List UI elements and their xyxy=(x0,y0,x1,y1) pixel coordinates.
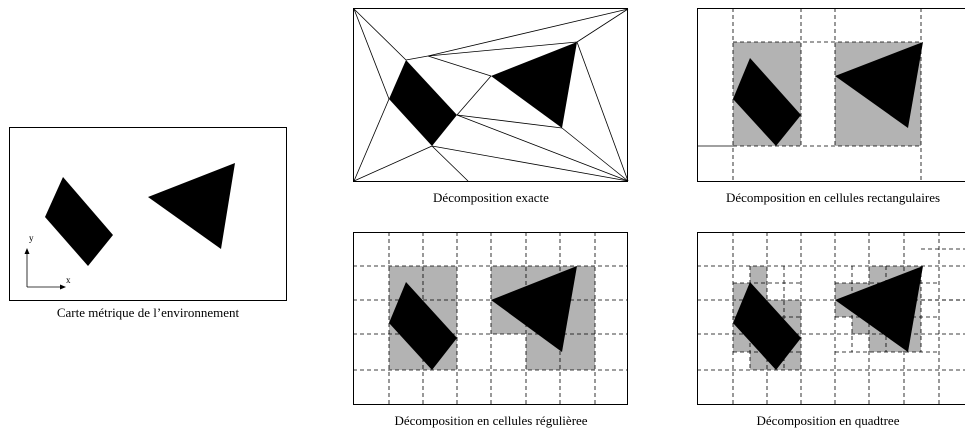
regular-decomposition-panel xyxy=(353,232,629,407)
diamond-obstacle xyxy=(45,177,113,266)
regular-decomposition-caption: Décomposition en cellules régulièree xyxy=(394,413,588,428)
exact-decomposition-map xyxy=(353,8,629,182)
y-axis-arrow xyxy=(24,248,30,254)
exact-decomposition-caption: Décomposition exacte xyxy=(433,190,549,205)
exact-decomposition-panel xyxy=(353,8,629,183)
y-axis-label: y xyxy=(29,233,34,243)
rectangular-decomposition-map xyxy=(697,8,965,182)
triangle-obstacle xyxy=(835,266,923,352)
x-axis-label: x xyxy=(66,275,71,285)
quadtree-decomposition-caption: Décomposition en quadtree xyxy=(756,413,900,428)
regular-decomposition-map xyxy=(353,232,628,405)
triangle-obstacle xyxy=(148,163,235,249)
diamond-obstacle xyxy=(389,60,457,146)
diamond-obstacle xyxy=(733,58,801,146)
quadtree-decomposition-map xyxy=(697,232,965,405)
environment-caption: Carte métrique de l’environnement xyxy=(56,305,240,320)
diamond-obstacle xyxy=(389,282,457,370)
decomposition-lines xyxy=(353,8,629,182)
rectangular-decomposition-panel xyxy=(697,8,965,183)
environment-map-panel: y x xyxy=(9,127,287,302)
quadtree-decomposition-panel xyxy=(697,232,965,407)
cell-boundaries xyxy=(732,8,922,182)
rectangular-decomposition-caption: Décomposition en cellules rectangulaires xyxy=(725,190,941,205)
diamond-obstacle xyxy=(733,282,801,370)
triangle-obstacle xyxy=(835,42,923,128)
environment-map xyxy=(9,127,287,301)
x-axis-arrow xyxy=(60,284,66,290)
triangle-obstacle xyxy=(491,42,577,128)
triangle-obstacle xyxy=(491,266,577,352)
